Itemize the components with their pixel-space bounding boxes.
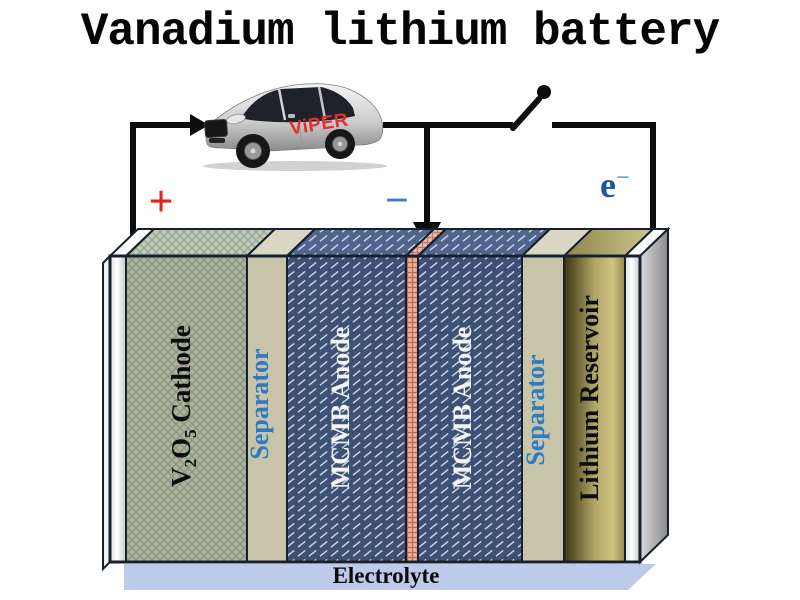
electrolyte-base [124,564,656,590]
battery-front-outline [108,254,642,564]
car: ViPER [203,83,387,171]
cathode-label: V2O5 Cathode [166,325,200,487]
electron-label: e− [600,165,630,205]
switch-blade [510,96,542,131]
plus-label: + [148,177,173,226]
circuit-wires [130,96,656,249]
battery-stack [102,226,671,572]
car-b-pillar [317,86,327,120]
separator-left-label: Separator [245,348,274,459]
battery-side-face [639,226,669,565]
electrolyte-label: Electrolyte [333,563,440,588]
car-rear-hub [337,141,343,147]
car-a-pillar [277,88,287,121]
layer-anode-left-pat [286,255,407,563]
layer-collector-right [624,255,641,563]
car-grille [204,118,228,139]
car-shadow [203,161,387,171]
wire-left [130,122,190,249]
page-title: Vanadium lithium battery [80,6,721,58]
layer-collector-left [109,255,127,563]
separator-right-label: Separator [521,354,550,465]
reservoir-label: Lithium Reservoir [575,295,604,501]
minus-label: − [385,178,409,224]
car-mirror [288,114,295,118]
car-headlight [226,113,246,125]
current-arrow-right-icon [190,114,209,136]
anode-left-label: MCMB Anode [326,327,355,490]
layer-collector-mid-pat [405,255,419,563]
anode-right-label: MCMB Anode [448,327,477,490]
switch-contact-dot [537,85,551,99]
car-intake [209,138,225,143]
car-windows [241,87,355,123]
car-door-line [298,121,303,146]
car-front-hub [250,148,256,154]
layer-anode-right-pat [417,255,523,563]
wire-right [552,122,656,236]
layer-separator-right [521,255,565,563]
